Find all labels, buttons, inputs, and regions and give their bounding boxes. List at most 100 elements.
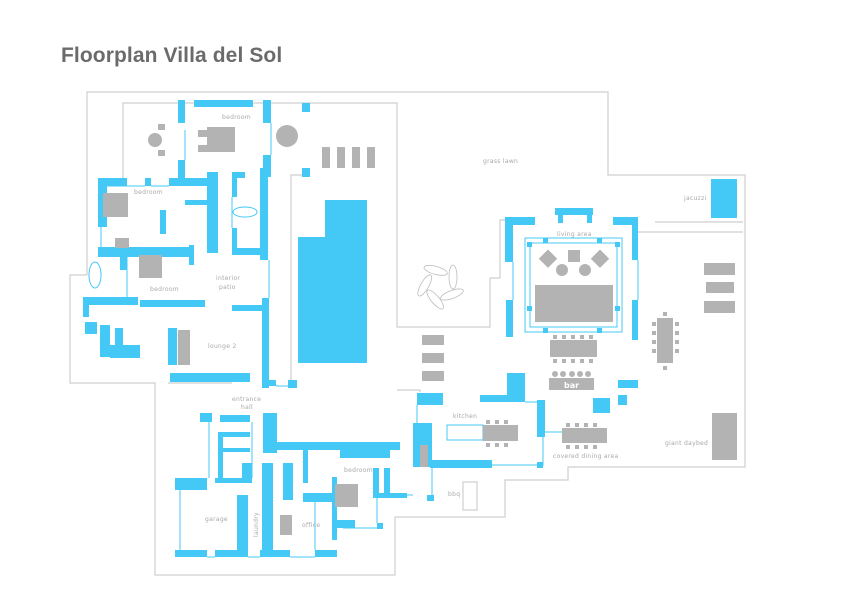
furniture-piece [198, 145, 207, 152]
wall-segment [303, 493, 335, 502]
label-bedroom-mid: bedroom [150, 286, 179, 293]
label-bbq: bbq [448, 491, 460, 498]
furniture-piece [569, 371, 575, 377]
wall-segment [237, 495, 248, 552]
furniture-piece [535, 285, 613, 322]
furniture-piece [562, 428, 607, 443]
wall-segment [200, 413, 212, 422]
label-lounge-2: lounge 2 [208, 343, 237, 350]
wall-segment [597, 328, 602, 333]
label-entrance: entrance [232, 396, 261, 403]
furniture-piece [571, 359, 575, 363]
wall-segment [98, 247, 192, 257]
furniture-piece [553, 359, 557, 363]
label-kitchen: kitchen [453, 413, 477, 420]
furniture-piece [652, 340, 656, 344]
outline-line [397, 389, 421, 392]
swimming-pool [298, 200, 367, 363]
wall-segment [373, 468, 379, 498]
outline-line [88, 261, 102, 289]
furniture-piece [367, 147, 375, 168]
furniture-piece [495, 443, 499, 447]
furniture-piece [566, 423, 570, 427]
label-interior: interior [216, 275, 240, 282]
furniture-piece [420, 445, 428, 467]
label-bar: bar [564, 381, 579, 390]
wall-segment [430, 460, 492, 468]
furniture-piece [652, 331, 656, 335]
furniture-piece [337, 147, 345, 168]
furniture-piece [158, 150, 165, 156]
wall-segment [537, 400, 545, 437]
wall-segment [169, 178, 207, 186]
wall-segment [218, 432, 223, 483]
furniture-piece [585, 371, 591, 377]
wall-segment [175, 478, 207, 490]
outline-line [232, 206, 258, 218]
furniture-piece [675, 331, 679, 335]
wall-segment [168, 328, 177, 365]
outline-line [462, 481, 478, 511]
wall-segment [335, 520, 355, 528]
furniture-piece [103, 193, 128, 217]
jacuzzi-pool [711, 179, 737, 218]
wall-segment [194, 100, 253, 107]
wall-segment [232, 228, 237, 253]
furniture-piece [584, 423, 588, 427]
label-hall: hall [241, 404, 253, 411]
furniture-piece [562, 359, 566, 363]
wall-segment [120, 257, 127, 270]
wall-segment [115, 328, 123, 358]
palm-leaf [440, 288, 464, 301]
furniture-piece [538, 249, 558, 268]
wall-segment [427, 495, 434, 501]
furniture-piece [566, 445, 570, 449]
furniture-piece [495, 420, 499, 424]
furniture-piece [560, 371, 566, 377]
thin-partitions [88, 123, 639, 558]
furniture-piece [549, 378, 594, 390]
wall-segment [218, 448, 250, 452]
wall-segment [232, 305, 262, 311]
wall-segment [332, 477, 337, 540]
wall-segment [242, 463, 252, 483]
furniture-piece [579, 264, 591, 276]
label-covered-dining-area: covered dining area [553, 453, 619, 460]
wall-segment [506, 300, 513, 337]
furniture-piece [486, 420, 490, 424]
wall-segment [303, 448, 308, 483]
wall-segment [315, 550, 337, 557]
label-grass-lawn: grass lawn [483, 158, 518, 165]
furniture-piece [422, 371, 444, 381]
furniture-piece [663, 312, 667, 316]
outline-line [100, 123, 639, 558]
furniture-piece [352, 147, 360, 168]
furniture-piece [593, 445, 597, 449]
wall-segment [263, 442, 400, 450]
wall-segment [232, 172, 245, 178]
furniture-piece [422, 335, 444, 345]
wall-segment [110, 345, 140, 351]
furniture-piece [589, 335, 593, 339]
wall-segment [185, 200, 207, 205]
label-patio: patio [219, 284, 236, 291]
wall-segment [98, 178, 107, 227]
wall-segment [232, 172, 237, 197]
furniture-piece [675, 322, 679, 326]
furniture-piece [580, 335, 584, 339]
wall-segment [207, 172, 218, 253]
wall-segment [618, 380, 638, 388]
furniture-piece [550, 340, 597, 357]
wall-segment [558, 213, 563, 223]
wall-segment [110, 350, 140, 358]
furniture-piece [276, 125, 298, 147]
furniture-piece [553, 335, 557, 339]
wall-segment [302, 168, 310, 177]
furniture-piece [486, 443, 490, 447]
wall-segment [189, 245, 194, 265]
furniture-piece [712, 413, 737, 460]
wall-segment [555, 208, 593, 215]
wall-segment [283, 463, 293, 500]
wall-segment [170, 373, 250, 382]
